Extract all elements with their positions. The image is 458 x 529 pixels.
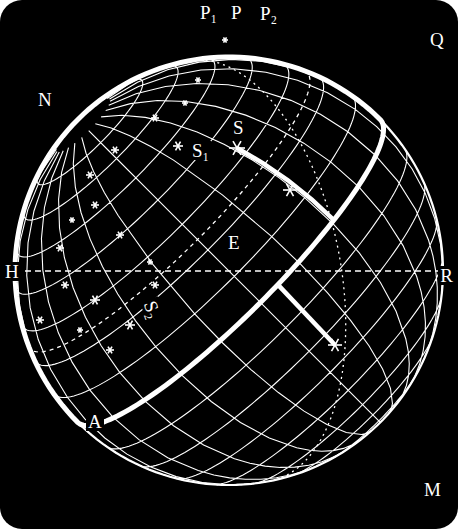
grid-lines [15,57,442,484]
star [86,172,94,179]
equator [15,57,384,426]
dashed-great-circle [15,60,346,485]
star [111,147,119,154]
star [36,317,44,324]
point-label: S₁ [190,141,211,160]
dashed-parallel [15,57,310,352]
star [77,327,83,332]
hour-arc [278,285,335,345]
point-label: N [36,90,54,109]
star [147,259,153,264]
star [229,141,245,155]
star [222,37,228,42]
sphere-outline [15,57,443,485]
sphere-grid [15,37,443,485]
point-label: P₂ [258,4,279,23]
point-label: E [226,233,242,252]
point-label: M [422,480,443,499]
star [173,142,183,151]
point-label: Q [428,30,446,49]
star [195,77,201,82]
point-label: H [3,262,21,281]
star [106,347,114,354]
star [69,217,75,222]
star [116,232,124,239]
point-label: P₁ [198,3,219,22]
star [91,202,99,209]
star [283,184,297,196]
point-label: S [231,118,246,137]
point-label: P [229,3,244,22]
hour-arc [237,148,334,220]
star [90,296,100,305]
star [328,339,342,351]
star [125,321,135,330]
point-label: R [438,266,455,285]
star [56,245,64,252]
star [182,100,188,105]
point-label: A [86,412,104,431]
star [151,115,159,122]
star [151,282,159,289]
horizon-line [15,270,443,271]
star [61,282,69,289]
